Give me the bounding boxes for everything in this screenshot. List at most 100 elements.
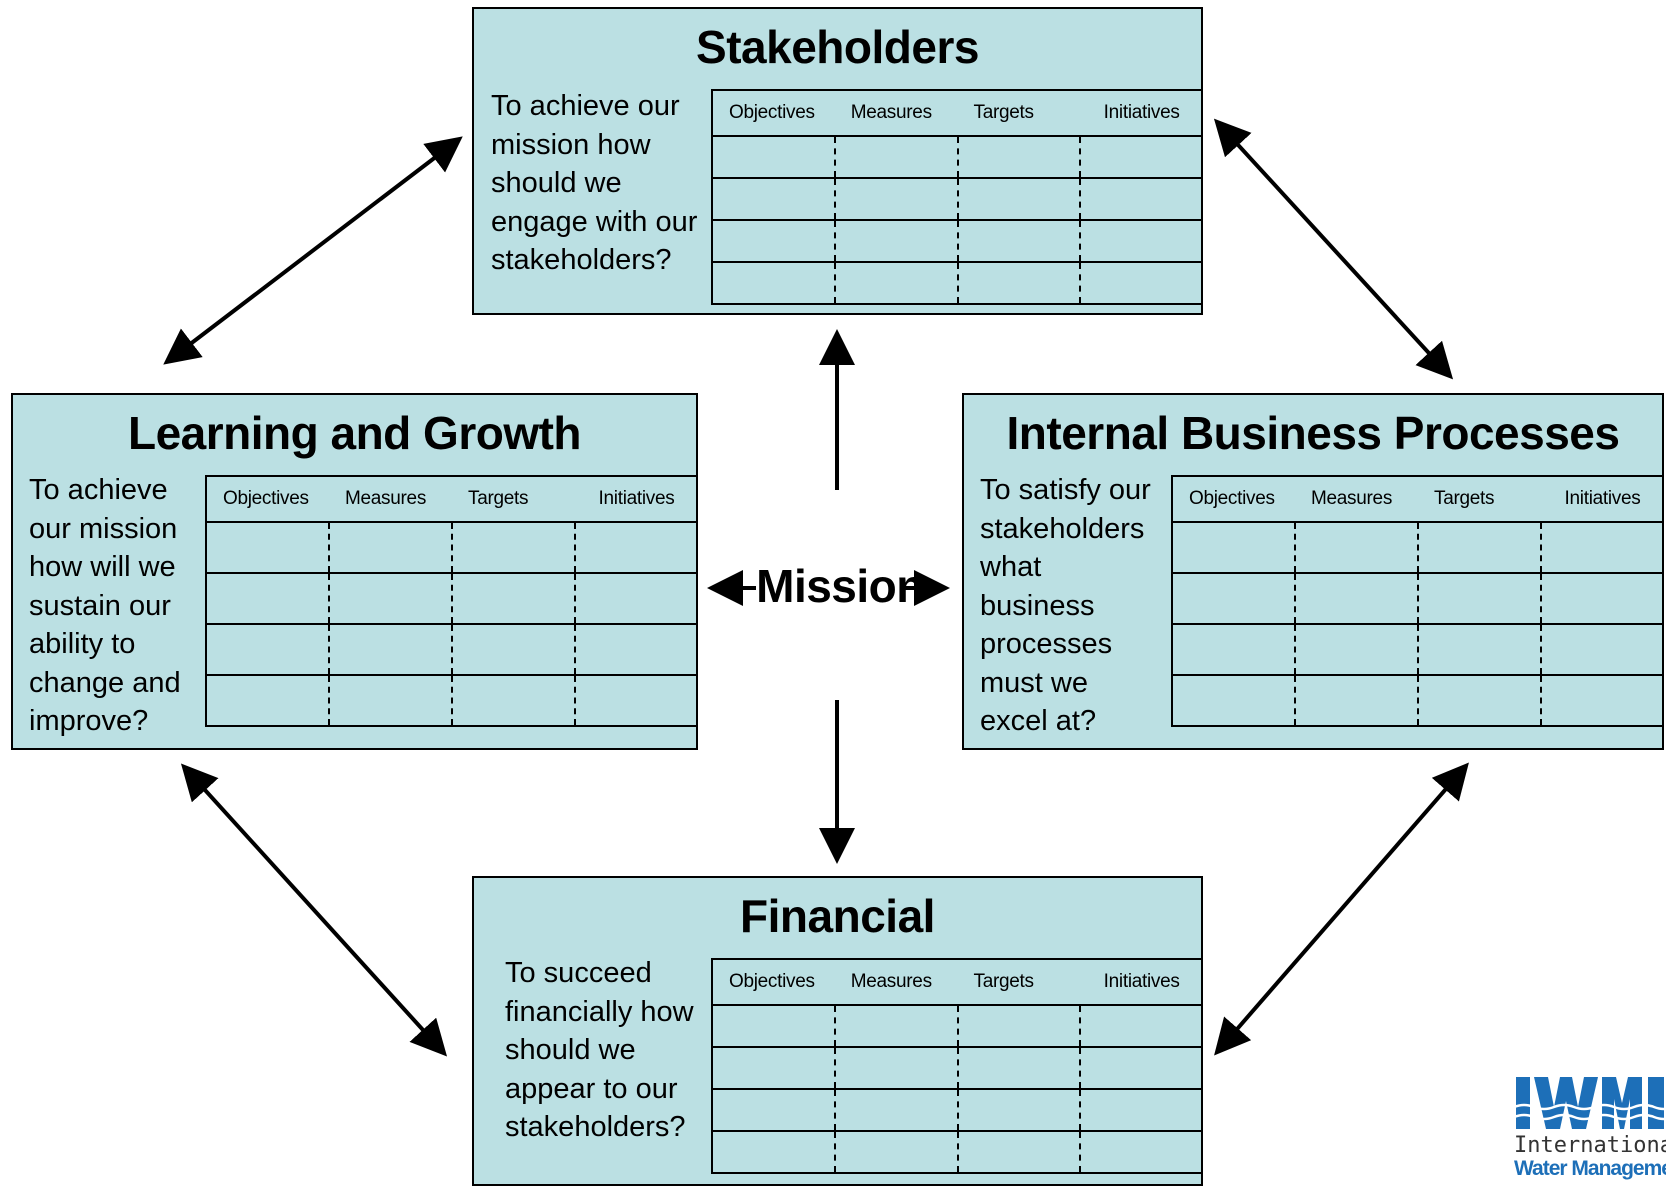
table-cell[interactable] <box>1295 573 1419 625</box>
table-cell[interactable] <box>957 178 1082 221</box>
mission-label: Mission <box>756 560 924 612</box>
table-cell[interactable] <box>712 1005 836 1048</box>
table-cell[interactable] <box>1080 1005 1201 1048</box>
table-cell[interactable] <box>957 1089 1082 1132</box>
column-header: Measures <box>834 89 958 137</box>
table-cell[interactable] <box>206 675 330 727</box>
table-cell[interactable] <box>957 262 1082 305</box>
learning-growth-panel: Learning and Growth To achieve our missi… <box>11 393 698 750</box>
stakeholders-panel: Stakeholders To achieve our mission how … <box>472 7 1203 315</box>
table-cell[interactable] <box>1295 675 1419 727</box>
table-cell[interactable] <box>834 1131 959 1174</box>
table-cell[interactable] <box>575 573 696 625</box>
table-cell[interactable] <box>712 136 836 179</box>
table-row <box>712 220 1201 263</box>
table-cell[interactable] <box>834 1005 959 1048</box>
table-cell[interactable] <box>1418 522 1542 574</box>
table-cell[interactable] <box>712 1131 836 1174</box>
column-header: Targets <box>957 958 1081 1006</box>
table-cell[interactable] <box>452 573 576 625</box>
table-cell[interactable] <box>575 624 696 676</box>
table-cell[interactable] <box>1418 675 1542 727</box>
column-header: Targets <box>1418 475 1541 523</box>
table-cell[interactable] <box>834 1089 959 1132</box>
table-cell[interactable] <box>1541 573 1662 625</box>
table-cell[interactable] <box>206 522 330 574</box>
iwmi-logo: International Water Management <box>1513 1073 1666 1180</box>
table-cell[interactable] <box>452 675 576 727</box>
table-cell[interactable] <box>712 220 836 263</box>
table-cell[interactable] <box>712 262 836 305</box>
table-cell[interactable] <box>957 1131 1082 1174</box>
table-cell[interactable] <box>329 573 453 625</box>
table-cell[interactable] <box>1080 1089 1201 1132</box>
table-cell[interactable] <box>1295 624 1419 676</box>
table-cell[interactable] <box>1080 178 1201 221</box>
table-cell[interactable] <box>206 573 330 625</box>
table-cell[interactable] <box>1418 573 1542 625</box>
panel-question: To achieve our mission how will we susta… <box>29 474 181 737</box>
table-row <box>712 136 1201 179</box>
table-cell[interactable] <box>834 178 959 221</box>
table-cell[interactable] <box>957 1005 1082 1048</box>
table-cell[interactable] <box>575 675 696 727</box>
internal-processes-panel: Internal Business Processes To satisfy o… <box>962 393 1664 750</box>
table-cell[interactable] <box>575 522 696 574</box>
table-cell[interactable] <box>834 136 959 179</box>
table-cell[interactable] <box>1541 522 1662 574</box>
table-cell[interactable] <box>712 178 836 221</box>
table-cell[interactable] <box>834 262 959 305</box>
table-cell[interactable] <box>1541 675 1662 727</box>
column-header: Targets <box>957 89 1081 137</box>
panel-title: Stakeholders <box>696 21 979 73</box>
table-cell[interactable] <box>329 624 453 676</box>
table-row <box>206 675 696 727</box>
table-cell[interactable] <box>834 1047 959 1090</box>
column-header: Objectives <box>712 958 835 1006</box>
table-row <box>712 1089 1201 1132</box>
table-cell[interactable] <box>329 522 453 574</box>
table-cell[interactable] <box>1172 522 1296 574</box>
table-cell[interactable] <box>957 136 1082 179</box>
table-cell[interactable] <box>452 624 576 676</box>
table-cell[interactable] <box>1172 675 1296 727</box>
table-cell[interactable] <box>712 1047 836 1090</box>
panel-question: To satisfy our stakeholders what busines… <box>980 474 1151 737</box>
table-cell[interactable] <box>1080 1131 1201 1174</box>
table-cell[interactable] <box>1541 624 1662 676</box>
table-cell[interactable] <box>329 675 453 727</box>
table-row <box>1172 522 1662 574</box>
table-cell[interactable] <box>957 1047 1082 1090</box>
table-cell[interactable] <box>1080 262 1201 305</box>
table-cell[interactable] <box>1418 624 1542 676</box>
table-cell[interactable] <box>1080 136 1201 179</box>
column-header: Measures <box>1295 475 1418 523</box>
iwmi-logo-mark <box>1513 1077 1666 1129</box>
table-row <box>712 262 1201 305</box>
table-cell[interactable] <box>1295 522 1419 574</box>
table-cell[interactable] <box>452 522 576 574</box>
table-cell[interactable] <box>834 220 959 263</box>
logo-line-1: International <box>1514 1133 1666 1158</box>
table-row <box>1172 624 1662 676</box>
table-cell[interactable] <box>1080 220 1201 263</box>
table-cell[interactable] <box>1172 624 1296 676</box>
table-cell[interactable] <box>712 1089 836 1132</box>
logo-line-2: Water Management <box>1514 1157 1666 1180</box>
table-cell[interactable] <box>957 220 1082 263</box>
table-cell[interactable] <box>1172 573 1296 625</box>
table-cell[interactable] <box>1080 1047 1201 1090</box>
column-header: Initiatives <box>1080 958 1201 1006</box>
column-header: Measures <box>834 958 958 1006</box>
table-cell[interactable] <box>206 624 330 676</box>
table-row <box>712 178 1201 221</box>
column-header: Objectives <box>712 89 835 137</box>
